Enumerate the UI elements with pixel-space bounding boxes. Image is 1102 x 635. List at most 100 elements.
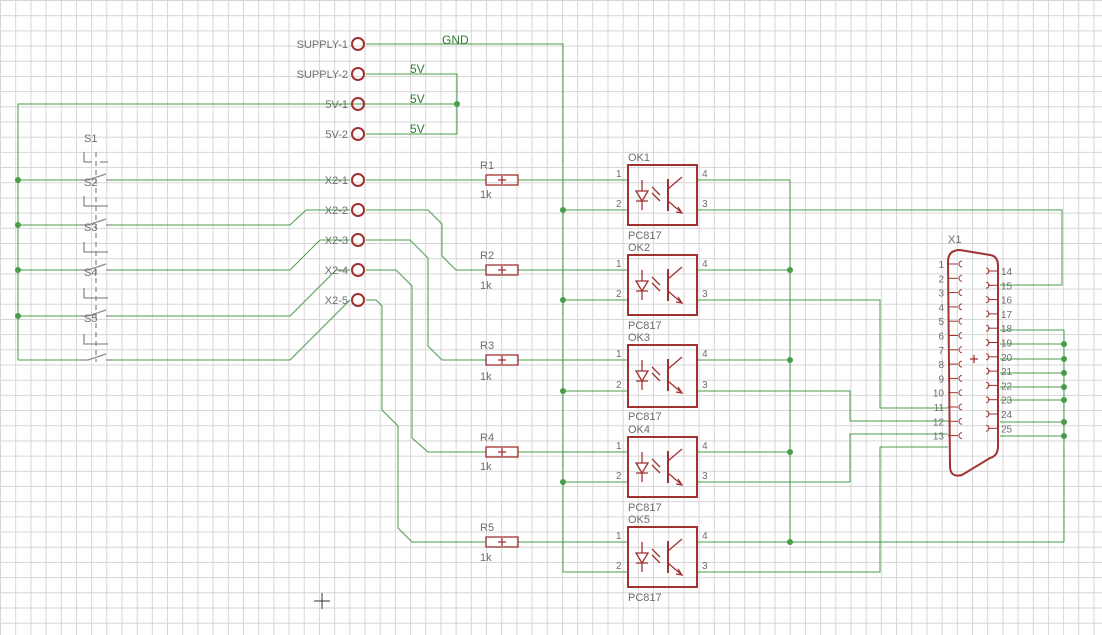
resistor-r1[interactable]: R1 1k — [480, 160, 519, 201]
opto-part: PC817 — [628, 411, 662, 423]
db25-pin-10[interactable]: 10 — [933, 389, 963, 400]
resistor-value: 1k — [480, 371, 492, 383]
resistor-value: 1k — [480, 280, 492, 292]
switch-contact: S3 — [80, 218, 112, 234]
db25-pin-12[interactable]: 12 — [933, 417, 963, 428]
opto-part: PC817 — [628, 230, 662, 242]
svg-text:3: 3 — [702, 199, 708, 210]
terminal-5v-2[interactable]: 5V-2 — [325, 127, 365, 141]
db25-pin-19[interactable]: 19 — [985, 339, 1013, 350]
optocoupler-ok3[interactable]: 1 2 4 3 OK3 PC817 — [616, 332, 708, 423]
resistor-value: 1k — [480, 552, 492, 564]
resistor-name: R4 — [480, 432, 494, 444]
db25-pin-23[interactable]: 23 — [985, 396, 1013, 407]
svg-text:2: 2 — [616, 199, 622, 210]
terminal-label: SUPPLY-1 — [297, 39, 348, 51]
db25-pin-4[interactable]: 4 — [938, 303, 963, 314]
wire-gnd[interactable] — [366, 43, 628, 573]
opto-name: OK4 — [628, 424, 650, 436]
db25-pin-20[interactable]: 20 — [985, 353, 1013, 364]
resistor-name: R3 — [480, 340, 494, 352]
switch-s1[interactable]: S1 S2 S3 S4 S5 — [80, 133, 112, 362]
db25-pin-7[interactable]: 7 — [938, 346, 963, 357]
opto-name: OK2 — [628, 242, 650, 254]
resistor-r3[interactable]: R3 1k — [480, 340, 519, 383]
db25-pin-13[interactable]: 13 — [933, 432, 963, 443]
db25-pin-25[interactable]: 25 — [985, 424, 1013, 435]
svg-text:S3: S3 — [84, 222, 97, 234]
svg-text:2: 2 — [616, 471, 622, 482]
resistor-value: 1k — [480, 189, 492, 201]
resistor-r5[interactable]: R5 1k — [480, 522, 519, 564]
db25-pin-2[interactable]: 2 — [938, 274, 963, 285]
net-label-5v: 5V — [410, 92, 425, 106]
db25-pin-11[interactable]: 11 — [934, 403, 963, 414]
db25-pin-number: 12 — [933, 417, 945, 428]
terminal-supply-1[interactable]: SUPPLY-1 — [297, 37, 365, 51]
db25-pin-number: 15 — [1001, 281, 1013, 292]
resistor-r2[interactable]: R2 1k — [480, 250, 519, 292]
terminal-x2-1[interactable]: X2-1 — [325, 173, 365, 187]
db25-pin-number: 20 — [1001, 353, 1013, 364]
db25-pin-9[interactable]: 9 — [938, 374, 963, 385]
db25-pin-8[interactable]: 8 — [938, 360, 963, 371]
db25-pin-number: 23 — [1001, 396, 1013, 407]
db25-right-pins: 14 15 16 17 18 19 20 21 22 23 24 25 — [985, 267, 1013, 435]
svg-text:1: 1 — [616, 441, 622, 452]
db25-pin-15[interactable]: 15 — [985, 281, 1013, 292]
svg-text:3: 3 — [702, 471, 708, 482]
db25-pin-number: 9 — [938, 374, 944, 385]
opto-name: OK5 — [628, 514, 650, 526]
net-label-5v: 5V — [410, 62, 425, 76]
svg-text:1: 1 — [616, 169, 622, 180]
optocoupler-ok4[interactable]: 1 2 4 3 OK4 PC817 — [616, 424, 708, 514]
svg-text:1: 1 — [616, 259, 622, 270]
optocoupler-ok5[interactable]: 1 2 4 3 OK5 PC817 — [616, 514, 708, 604]
terminal-x2-3[interactable]: X2-3 — [325, 233, 365, 247]
terminal-x2-5[interactable]: X2-5 — [325, 293, 365, 307]
wires — [17, 43, 1065, 573]
terminal-label: X2-3 — [325, 235, 348, 247]
db25-pin-22[interactable]: 22 — [985, 381, 1013, 392]
resistor-r4[interactable]: R4 1k — [480, 432, 519, 473]
db25-pin-1[interactable]: 1 — [938, 260, 963, 271]
resistor-name: R2 — [480, 250, 494, 262]
optocoupler-ok1[interactable]: 1 2 4 3 OK1 PC817 — [616, 152, 708, 242]
terminal-5v-1[interactable]: 5V-1 — [325, 97, 365, 111]
terminal-label: 5V-1 — [325, 99, 348, 111]
db25-pin-number: 1 — [938, 260, 944, 271]
opto-part: PC817 — [628, 320, 662, 332]
db25-pin-5[interactable]: 5 — [938, 317, 963, 328]
db25-pin-number: 5 — [938, 317, 944, 328]
db25-pin-21[interactable]: 21 — [985, 367, 1013, 378]
crosshair-cursor — [314, 593, 330, 609]
svg-text:2: 2 — [616, 289, 622, 300]
svg-text:4: 4 — [702, 531, 708, 542]
db25-pin-number: 16 — [1001, 296, 1013, 307]
db25-pin-number: 8 — [938, 360, 944, 371]
db25-pin-24[interactable]: 24 — [985, 410, 1013, 421]
db25-pin-14[interactable]: 14 — [985, 267, 1013, 278]
db25-pin-number: 7 — [938, 346, 944, 357]
db25-pin-number: 24 — [1001, 410, 1013, 421]
terminal-supply-2[interactable]: SUPPLY-2 — [297, 67, 365, 81]
db25-pin-17[interactable]: 17 — [985, 310, 1013, 321]
terminal-x2-4[interactable]: X2-4 — [325, 263, 365, 277]
svg-text:2: 2 — [616, 561, 622, 572]
db25-pin-number: 13 — [933, 432, 945, 443]
db25-pin-number: 25 — [1001, 424, 1013, 435]
terminal-label: SUPPLY-2 — [297, 69, 348, 81]
opto-part: PC817 — [628, 592, 662, 604]
db25-pin-number: 14 — [1001, 267, 1013, 278]
svg-text:S5: S5 — [84, 313, 97, 325]
db25-pin-18[interactable]: 18 — [985, 324, 1013, 335]
optocoupler-ok2[interactable]: 1 2 4 3 OK2 PC817 — [616, 242, 708, 332]
terminal-x2-2[interactable]: X2-2 — [325, 203, 365, 217]
db25-pin-6[interactable]: 6 — [938, 332, 963, 343]
resistor-name: R5 — [480, 522, 494, 534]
db25-pin-16[interactable]: 16 — [985, 296, 1013, 307]
svg-text:1: 1 — [616, 531, 622, 542]
db25-pin-3[interactable]: 3 — [938, 289, 963, 300]
